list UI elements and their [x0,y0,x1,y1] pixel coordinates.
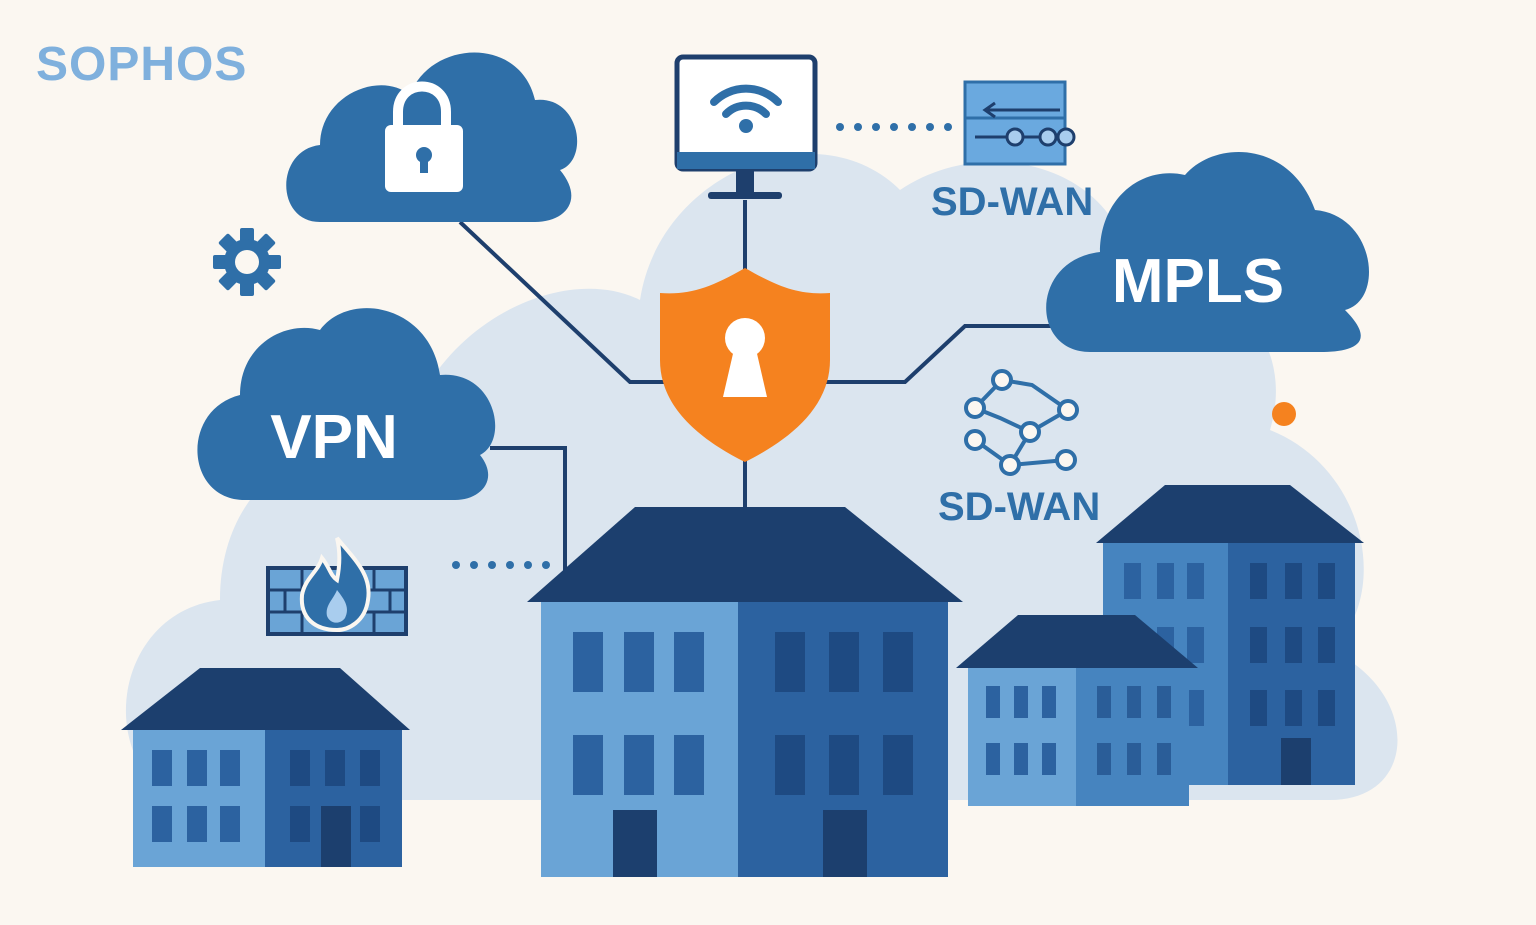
sophos-logo: SOPHOS [36,38,247,91]
dotted-link-monitor-sdwan [836,123,952,131]
vpn-label: VPN [270,403,397,472]
building-center [527,507,963,877]
network-connectors [458,200,1060,575]
sdwan-label-top: SD-WAN [931,180,1093,224]
mpls-link [820,324,1060,384]
sdwan-label-bottom: SD-WAN [938,485,1100,529]
gear-icon [213,228,281,296]
mpls-label: MPLS [1112,247,1284,316]
network-nodes-icon [964,369,1079,476]
sdwan-switch-icon [963,80,1076,166]
building-right-small [956,615,1198,806]
cloud-lock [286,52,578,222]
cloud-vpn: VPN [197,308,496,500]
firewall-icon [266,536,408,636]
padlock-icon [385,81,463,192]
dotted-link-firewall [452,561,550,569]
vpn-link [490,446,567,575]
accent-dot [1272,402,1296,426]
wifi-monitor-icon [674,54,818,199]
cloud-mpls: MPLS [1046,152,1369,352]
keyhole-shield-icon [660,268,830,462]
building-left [121,668,410,867]
lock-cloud-link [458,220,670,384]
